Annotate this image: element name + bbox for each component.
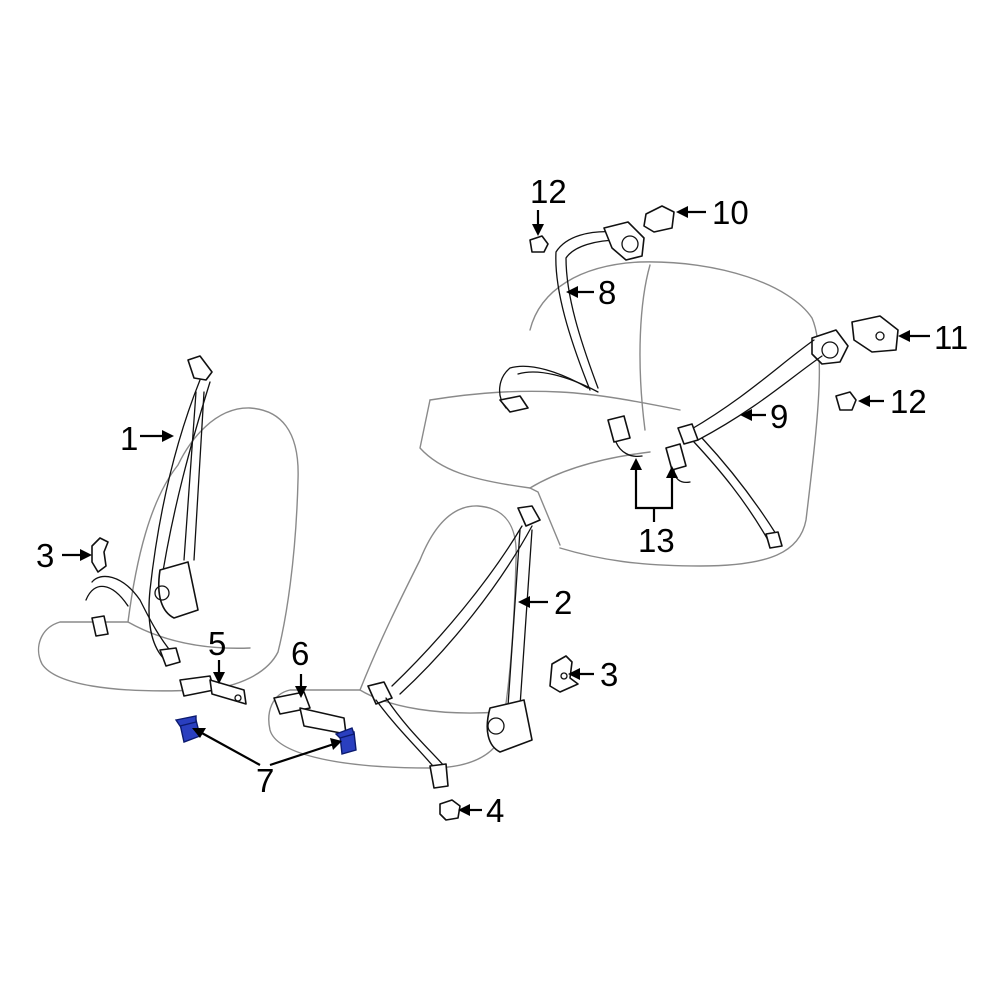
callout-12-top: 12 [530,173,567,210]
callout-13: 13 [638,522,675,559]
part-9-rear-seat-belt-right [677,329,849,549]
part-8-rear-seat-belt-left [499,221,645,413]
part-2-front-seat-belt-right [367,505,541,789]
callout-5: 5 [208,625,226,662]
leader-lines [62,206,930,816]
part-12-cap-top [529,235,549,253]
callout-8: 8 [598,274,616,311]
callout-6: 6 [291,635,309,672]
part-11-retractor-bracket [851,315,899,353]
callout-labels: 1 2 3 3 4 5 6 7 8 9 10 11 12 12 13 [36,173,968,829]
callout-10: 10 [712,194,749,231]
part-10-anchor-plate [643,205,675,233]
callout-7: 7 [256,762,274,799]
callout-1: 1 [120,420,138,457]
part-13-rear-buckle-right [665,443,691,484]
callout-11: 11 [934,319,968,356]
part-7-clip-right [334,727,357,755]
part-3-anchor-cover-right [549,655,579,693]
right-front-seat-outline [268,505,517,769]
part-1-front-seat-belt-left [85,355,213,667]
callout-3-right: 3 [600,656,618,693]
part-3-anchor-cover-left [91,537,109,573]
part-6-buckle-right [273,691,347,735]
callout-9: 9 [770,398,788,435]
callout-3-left: 3 [36,537,54,574]
callout-4: 4 [486,792,504,829]
callout-12-right: 12 [890,383,927,420]
callout-2: 2 [554,584,572,621]
part-13-rear-buckle-left [607,415,643,458]
left-front-seat-outline [37,407,299,692]
part-4-cover [439,799,461,821]
rear-seat-outline [419,261,821,567]
part-12-cap-right [835,391,857,411]
part-5-buckle-left [179,675,247,705]
part-7-clip-left [174,715,201,743]
